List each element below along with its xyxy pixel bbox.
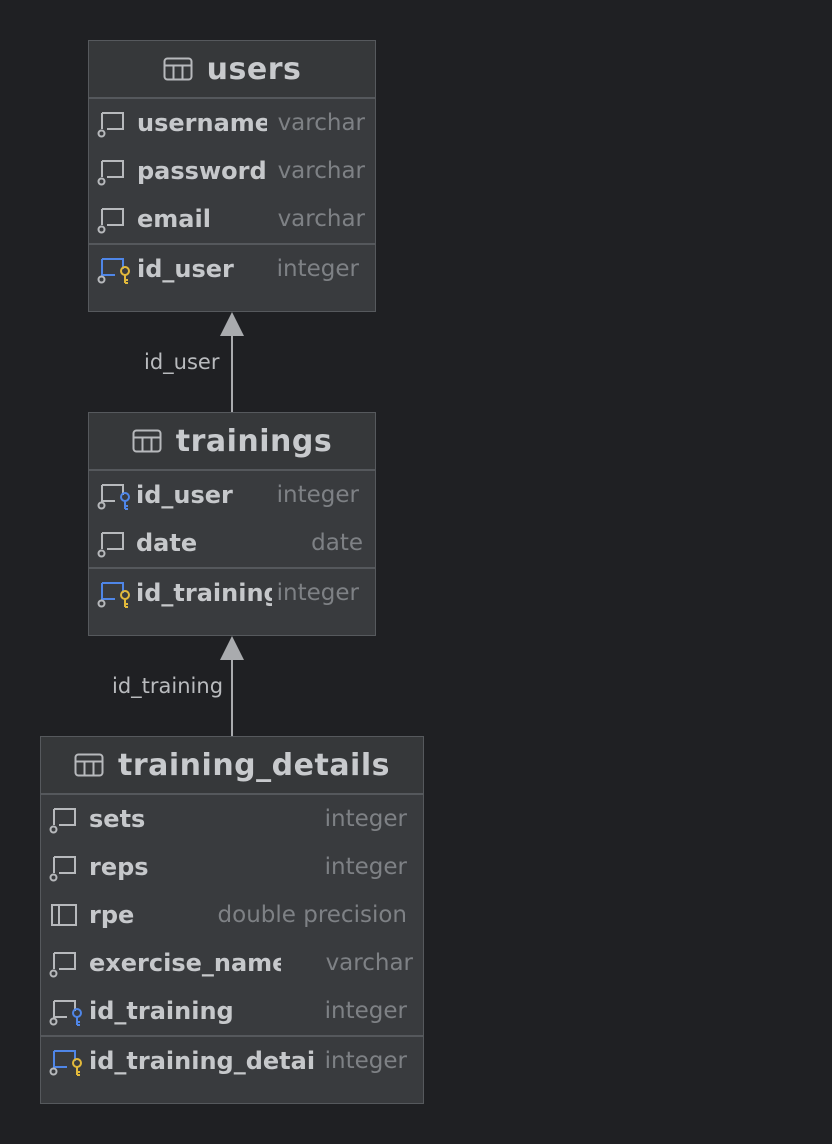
table-header[interactable]: users: [89, 41, 375, 99]
column-row[interactable]: rpe double precision: [41, 891, 423, 939]
column-row[interactable]: sets integer: [41, 795, 423, 843]
column-icon: [97, 112, 124, 138]
column-type: integer: [324, 854, 407, 880]
foreign-key-icon: [97, 484, 130, 510]
column-type: varchar: [325, 950, 413, 976]
column-name: date: [136, 529, 198, 557]
column-icon: [97, 160, 124, 186]
column-name: id_training: [136, 579, 272, 607]
relation-trainings-users: [220, 312, 244, 412]
column-icon: [49, 856, 76, 882]
table-name: users: [206, 51, 302, 87]
column-type: integer: [324, 998, 407, 1024]
column-row[interactable]: id_training integer: [89, 567, 375, 617]
column-type: integer: [276, 256, 359, 282]
table-icon: [163, 57, 193, 81]
column-icon: [97, 532, 124, 558]
column-name: rpe: [89, 901, 135, 929]
table-icon: [132, 429, 162, 453]
column-name: id_user: [137, 255, 234, 283]
column-row[interactable]: date date: [89, 519, 375, 567]
column-row[interactable]: id_user integer: [89, 243, 375, 293]
column-row[interactable]: email varchar: [89, 195, 375, 243]
column-name: exercise_name: [89, 949, 281, 977]
table-header[interactable]: training_details: [41, 737, 423, 795]
table-trainings[interactable]: trainings id_user integer date date id_t…: [88, 412, 376, 636]
column-type: integer: [324, 806, 407, 832]
column-name: id_training: [89, 997, 234, 1025]
table-users[interactable]: users username varchar password varchar …: [88, 40, 376, 312]
column-type: integer: [276, 580, 359, 606]
column-type: varchar: [277, 158, 365, 184]
primary-key-icon: [97, 582, 130, 608]
column-icon: [97, 208, 124, 234]
column-icon: [49, 808, 76, 834]
table-icon: [74, 753, 104, 777]
arrow-head-icon: [220, 636, 244, 660]
column-name: reps: [89, 853, 149, 881]
relation-label: id_training: [112, 674, 224, 698]
nullable-column-icon: [51, 904, 77, 926]
primary-key-icon: [49, 1050, 82, 1076]
column-row[interactable]: reps integer: [41, 843, 423, 891]
relation-training-details-trainings: [220, 636, 244, 736]
primary-key-icon: [97, 258, 130, 284]
column-icon: [49, 952, 76, 978]
column-row[interactable]: id_training_details integer: [41, 1035, 423, 1085]
column-name: id_training_details: [89, 1047, 317, 1075]
foreign-key-icon: [49, 1000, 82, 1026]
column-name: password: [137, 157, 267, 185]
column-type: varchar: [277, 206, 365, 232]
column-name: id_user: [136, 481, 233, 509]
column-name: sets: [89, 805, 146, 833]
column-row[interactable]: username varchar: [89, 99, 375, 147]
column-name: username: [137, 109, 267, 137]
column-row[interactable]: password varchar: [89, 147, 375, 195]
column-type: varchar: [277, 110, 365, 136]
column-type: date: [311, 530, 363, 556]
column-row[interactable]: id_training integer: [41, 987, 423, 1035]
arrow-head-icon: [220, 312, 244, 336]
relation-label: id_user: [144, 350, 220, 374]
table-name: trainings: [175, 423, 333, 459]
table-training-details[interactable]: training_details sets integer reps integ…: [40, 736, 424, 1104]
column-row[interactable]: id_user integer: [89, 471, 375, 519]
table-name: training_details: [118, 747, 390, 783]
table-header[interactable]: trainings: [89, 413, 375, 471]
column-type: integer: [324, 1048, 407, 1074]
column-name: email: [137, 205, 211, 233]
column-row[interactable]: exercise_name varchar: [41, 939, 423, 987]
column-type: integer: [276, 482, 359, 508]
column-type: double precision: [217, 902, 407, 928]
